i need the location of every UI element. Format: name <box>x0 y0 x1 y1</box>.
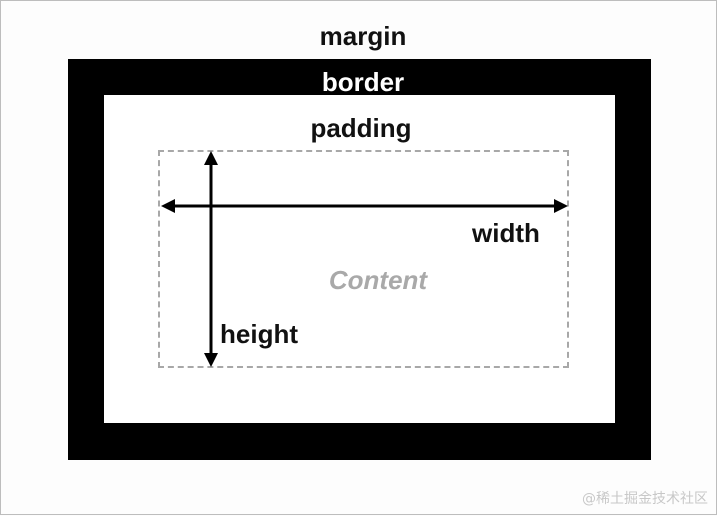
watermark: @稀土掘金技术社区 <box>582 491 708 507</box>
width-arrow <box>161 199 568 213</box>
border-label: border <box>321 67 405 97</box>
margin-label: margin <box>319 21 407 51</box>
content-area <box>158 150 569 368</box>
padding-area <box>104 95 615 423</box>
height-label: height <box>220 319 298 349</box>
content-label: Content <box>328 265 428 295</box>
padding-label: padding <box>310 113 412 143</box>
width-label: width <box>472 218 540 248</box>
height-arrow <box>204 151 218 367</box>
